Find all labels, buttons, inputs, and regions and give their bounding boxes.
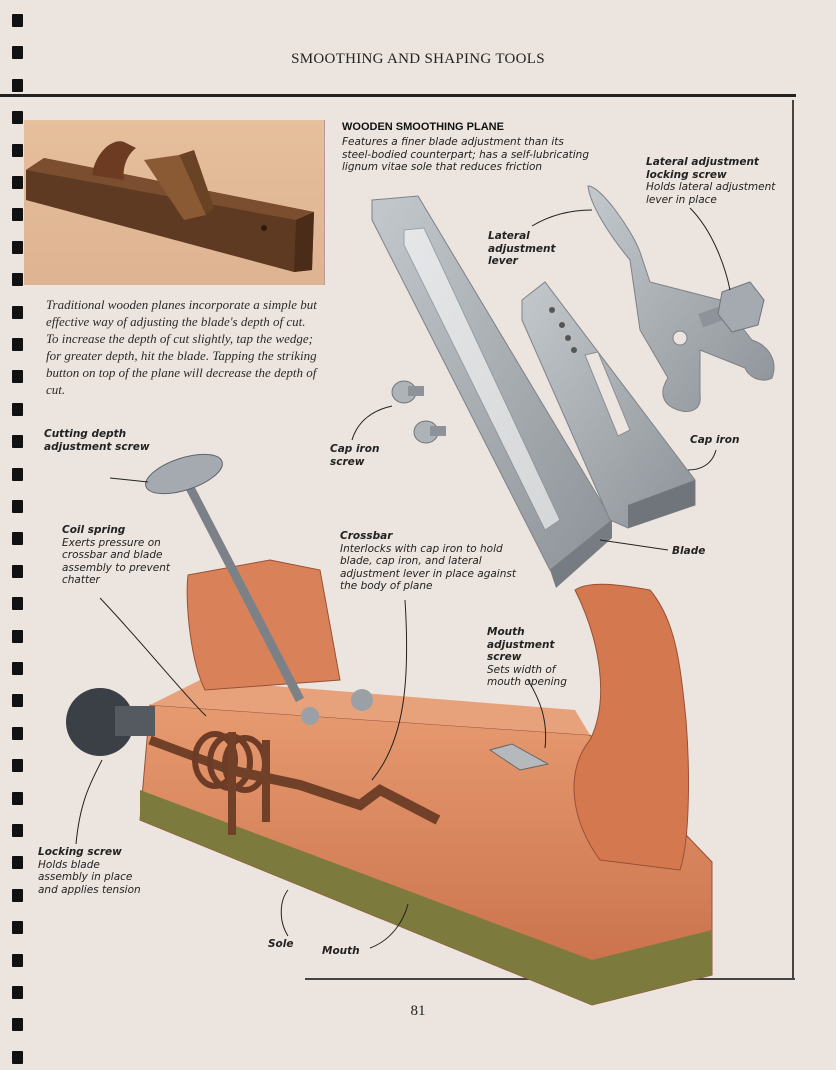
spiral-hole (12, 662, 23, 675)
label-name: Mouth (322, 945, 360, 957)
spiral-hole (12, 1051, 23, 1064)
label-sole: Sole (268, 938, 308, 951)
spiral-hole (12, 1018, 23, 1031)
label-name: Sole (268, 938, 294, 950)
label-name: Locking screw (38, 846, 122, 858)
striking-button (351, 689, 373, 711)
label-name: Lateral adjustment lever (488, 230, 556, 267)
label-mouth-adjustment-screw: Mouth adjustment screw Sets width of mou… (487, 626, 587, 689)
spiral-hole (12, 954, 23, 967)
spiral-hole (12, 856, 23, 869)
leader-lines (75, 207, 731, 949)
spiral-hole (12, 500, 23, 513)
label-desc: Holds lateral adjustment lever in place (646, 181, 776, 206)
label-name: Crossbar (340, 530, 393, 542)
diagram-title: WOODEN SMOOTHING PLANE (342, 121, 504, 133)
label-blade: Blade (672, 545, 722, 558)
label-name: Coil spring (62, 524, 126, 536)
label-coil-spring: Coil spring Exerts pressure on crossbar … (62, 524, 182, 587)
label-name: Lateral adjustment locking screw (646, 156, 759, 181)
diagram-description: Features a finer blade adjustment than i… (342, 136, 590, 173)
spiral-hole (12, 889, 23, 902)
spiral-hole (12, 694, 23, 707)
label-lateral-lever: Lateral adjustment lever (488, 230, 583, 268)
spiral-hole (12, 727, 23, 740)
caption-text: Traditional wooden planes incorporate a … (46, 297, 317, 397)
spiral-hole (12, 565, 23, 578)
cap-iron-screws-part (391, 380, 446, 444)
crossbar-part (228, 732, 441, 835)
spiral-hole (12, 759, 23, 772)
rivet (301, 707, 319, 725)
spiral-hole (12, 144, 23, 157)
cutting-depth-screw-part (145, 453, 304, 703)
label-mouth: Mouth (322, 945, 372, 958)
spiral-hole (12, 14, 23, 27)
label-crossbar: Crossbar Interlocks with cap iron to hol… (340, 530, 520, 593)
spiral-hole (12, 241, 23, 254)
spiral-hole (12, 370, 23, 383)
label-locking-screw: Locking screw Holds blade assembly in pl… (38, 846, 150, 896)
spiral-hole (12, 403, 23, 416)
top-rule (0, 94, 796, 97)
spiral-hole (12, 597, 23, 610)
label-lateral-locking-screw: Lateral adjustment locking screw Holds l… (646, 156, 776, 206)
spiral-hole (12, 921, 23, 934)
label-desc: Sets width of mouth opening (487, 663, 567, 689)
lateral-locking-screw-part (698, 281, 765, 333)
blade-part (371, 195, 613, 588)
label-name: Cutting depth adjustment screw (44, 428, 150, 453)
antique-plane-photo (24, 120, 325, 285)
label-name: Blade (672, 545, 706, 557)
spiral-hole (12, 630, 23, 643)
right-rule (792, 100, 794, 980)
spiral-hole (12, 46, 23, 59)
locking-screw-part (66, 688, 232, 775)
spiral-hole (12, 306, 23, 319)
label-name: Cap iron screw (330, 443, 380, 468)
label-desc: Exerts pressure on crossbar and blade as… (62, 536, 170, 587)
page-header: SMOOTHING AND SHAPING TOOLS (291, 51, 545, 67)
spiral-hole (12, 792, 23, 805)
lateral-lever-part (587, 185, 775, 412)
spiral-hole (12, 468, 23, 481)
spiral-hole (12, 824, 23, 837)
label-name: Cap iron (690, 434, 740, 446)
label-cutting-depth-screw: Cutting depth adjustment screw (44, 428, 164, 453)
spiral-hole (12, 338, 23, 351)
spiral-hole (12, 79, 23, 92)
spiral-hole (12, 435, 23, 448)
spiral-hole (12, 273, 23, 286)
spiral-hole (12, 986, 23, 999)
cap-iron-part (521, 281, 696, 529)
spiral-hole (12, 176, 23, 189)
page-number: 81 (410, 1003, 426, 1019)
spiral-hole (12, 208, 23, 221)
label-cap-iron-screw: Cap iron screw (330, 443, 390, 468)
spiral-hole (12, 111, 23, 124)
label-cap-iron: Cap iron (690, 434, 750, 447)
spiral-hole (12, 532, 23, 545)
label-desc: Holds blade assembly in place and applie… (38, 858, 141, 896)
label-name: Mouth adjustment screw (487, 626, 555, 663)
spiral-binding (12, 0, 24, 1070)
label-desc: Interlocks with cap iron to hold blade, … (340, 542, 516, 593)
